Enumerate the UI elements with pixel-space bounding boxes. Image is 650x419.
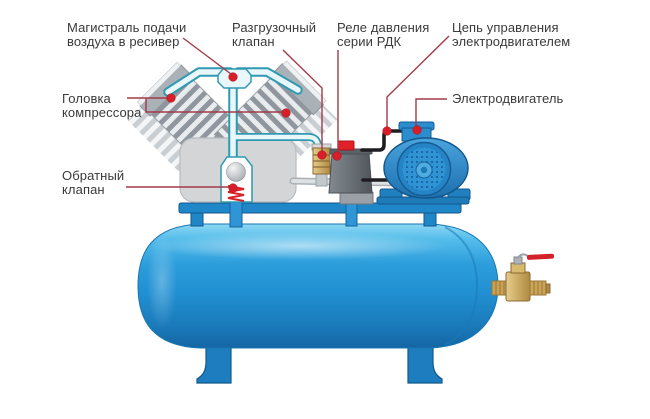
drain-valve (491, 253, 555, 302)
label-line: серии РДК (337, 34, 402, 49)
label-line: электродвигателем (452, 34, 571, 49)
check-valve-ball (226, 162, 246, 182)
leader-lines (126, 35, 450, 188)
platform-bar (178, 202, 462, 214)
label-line: воздуха в ресивер (67, 34, 180, 49)
label-supply-line: Магистраль подачи воздуха в ресивер (67, 21, 186, 49)
tank-endcap-line (444, 226, 479, 346)
check-valve-spring (227, 185, 245, 202)
tank-leg-left (196, 343, 232, 384)
check-valve (220, 156, 253, 203)
label-line: клапан (232, 34, 275, 49)
platform-support (190, 211, 204, 227)
marker-dot-terminal (412, 125, 422, 135)
marker-dot-check-valve (228, 183, 238, 193)
tank-leg-right (407, 343, 443, 384)
marker-dot-head-right (281, 108, 291, 118)
marker-dot-wire (382, 126, 392, 136)
label-pressure-relay: Реле давления серии РДК (337, 21, 429, 49)
mounting-platform (178, 202, 462, 227)
marker-dot-relay (332, 151, 342, 161)
tank-highlight (150, 232, 450, 260)
label-compressor-head: Головка компрессора (62, 92, 141, 120)
relay-red-button (337, 140, 355, 151)
label-line: клапан (62, 182, 105, 197)
leader-unloader (282, 49, 323, 151)
label-line: компрессора (62, 105, 142, 120)
marker-dot-head-left (166, 93, 176, 103)
relay-base (339, 191, 374, 205)
leader-control (386, 35, 450, 127)
leader-motor (415, 98, 447, 128)
platform-support (423, 211, 437, 227)
marker-dot-junction (228, 72, 238, 82)
valve-handle-red (526, 253, 555, 260)
label-motor: Электродвигатель (452, 92, 563, 106)
label-line: Магистраль подачи (67, 20, 187, 35)
tank-legs (196, 343, 443, 384)
check-valve-drop-pipe (229, 201, 243, 228)
label-line: Реле давления (337, 20, 430, 35)
marker-dots (166, 72, 422, 193)
label-unloader-valve: Разгрузочный клапан (232, 21, 316, 49)
label-line: Разгрузочный (232, 20, 317, 35)
pressure-relay (328, 140, 374, 205)
label-motor-control: Цепь управления электродвигателем (452, 21, 570, 49)
label-line: Электродвигатель (452, 91, 564, 106)
label-check-valve: Обратный клапан (62, 169, 124, 197)
label-line: Обратный (62, 168, 125, 183)
electric-motor (376, 121, 471, 205)
label-line: Цепь управления (452, 20, 559, 35)
receiver-tank (137, 223, 499, 349)
marker-dot-unloader (317, 150, 327, 160)
leader-head-2 (145, 98, 283, 113)
valve-body (505, 271, 531, 302)
leader-supply-line (182, 37, 232, 75)
label-line: Головка (62, 91, 111, 106)
